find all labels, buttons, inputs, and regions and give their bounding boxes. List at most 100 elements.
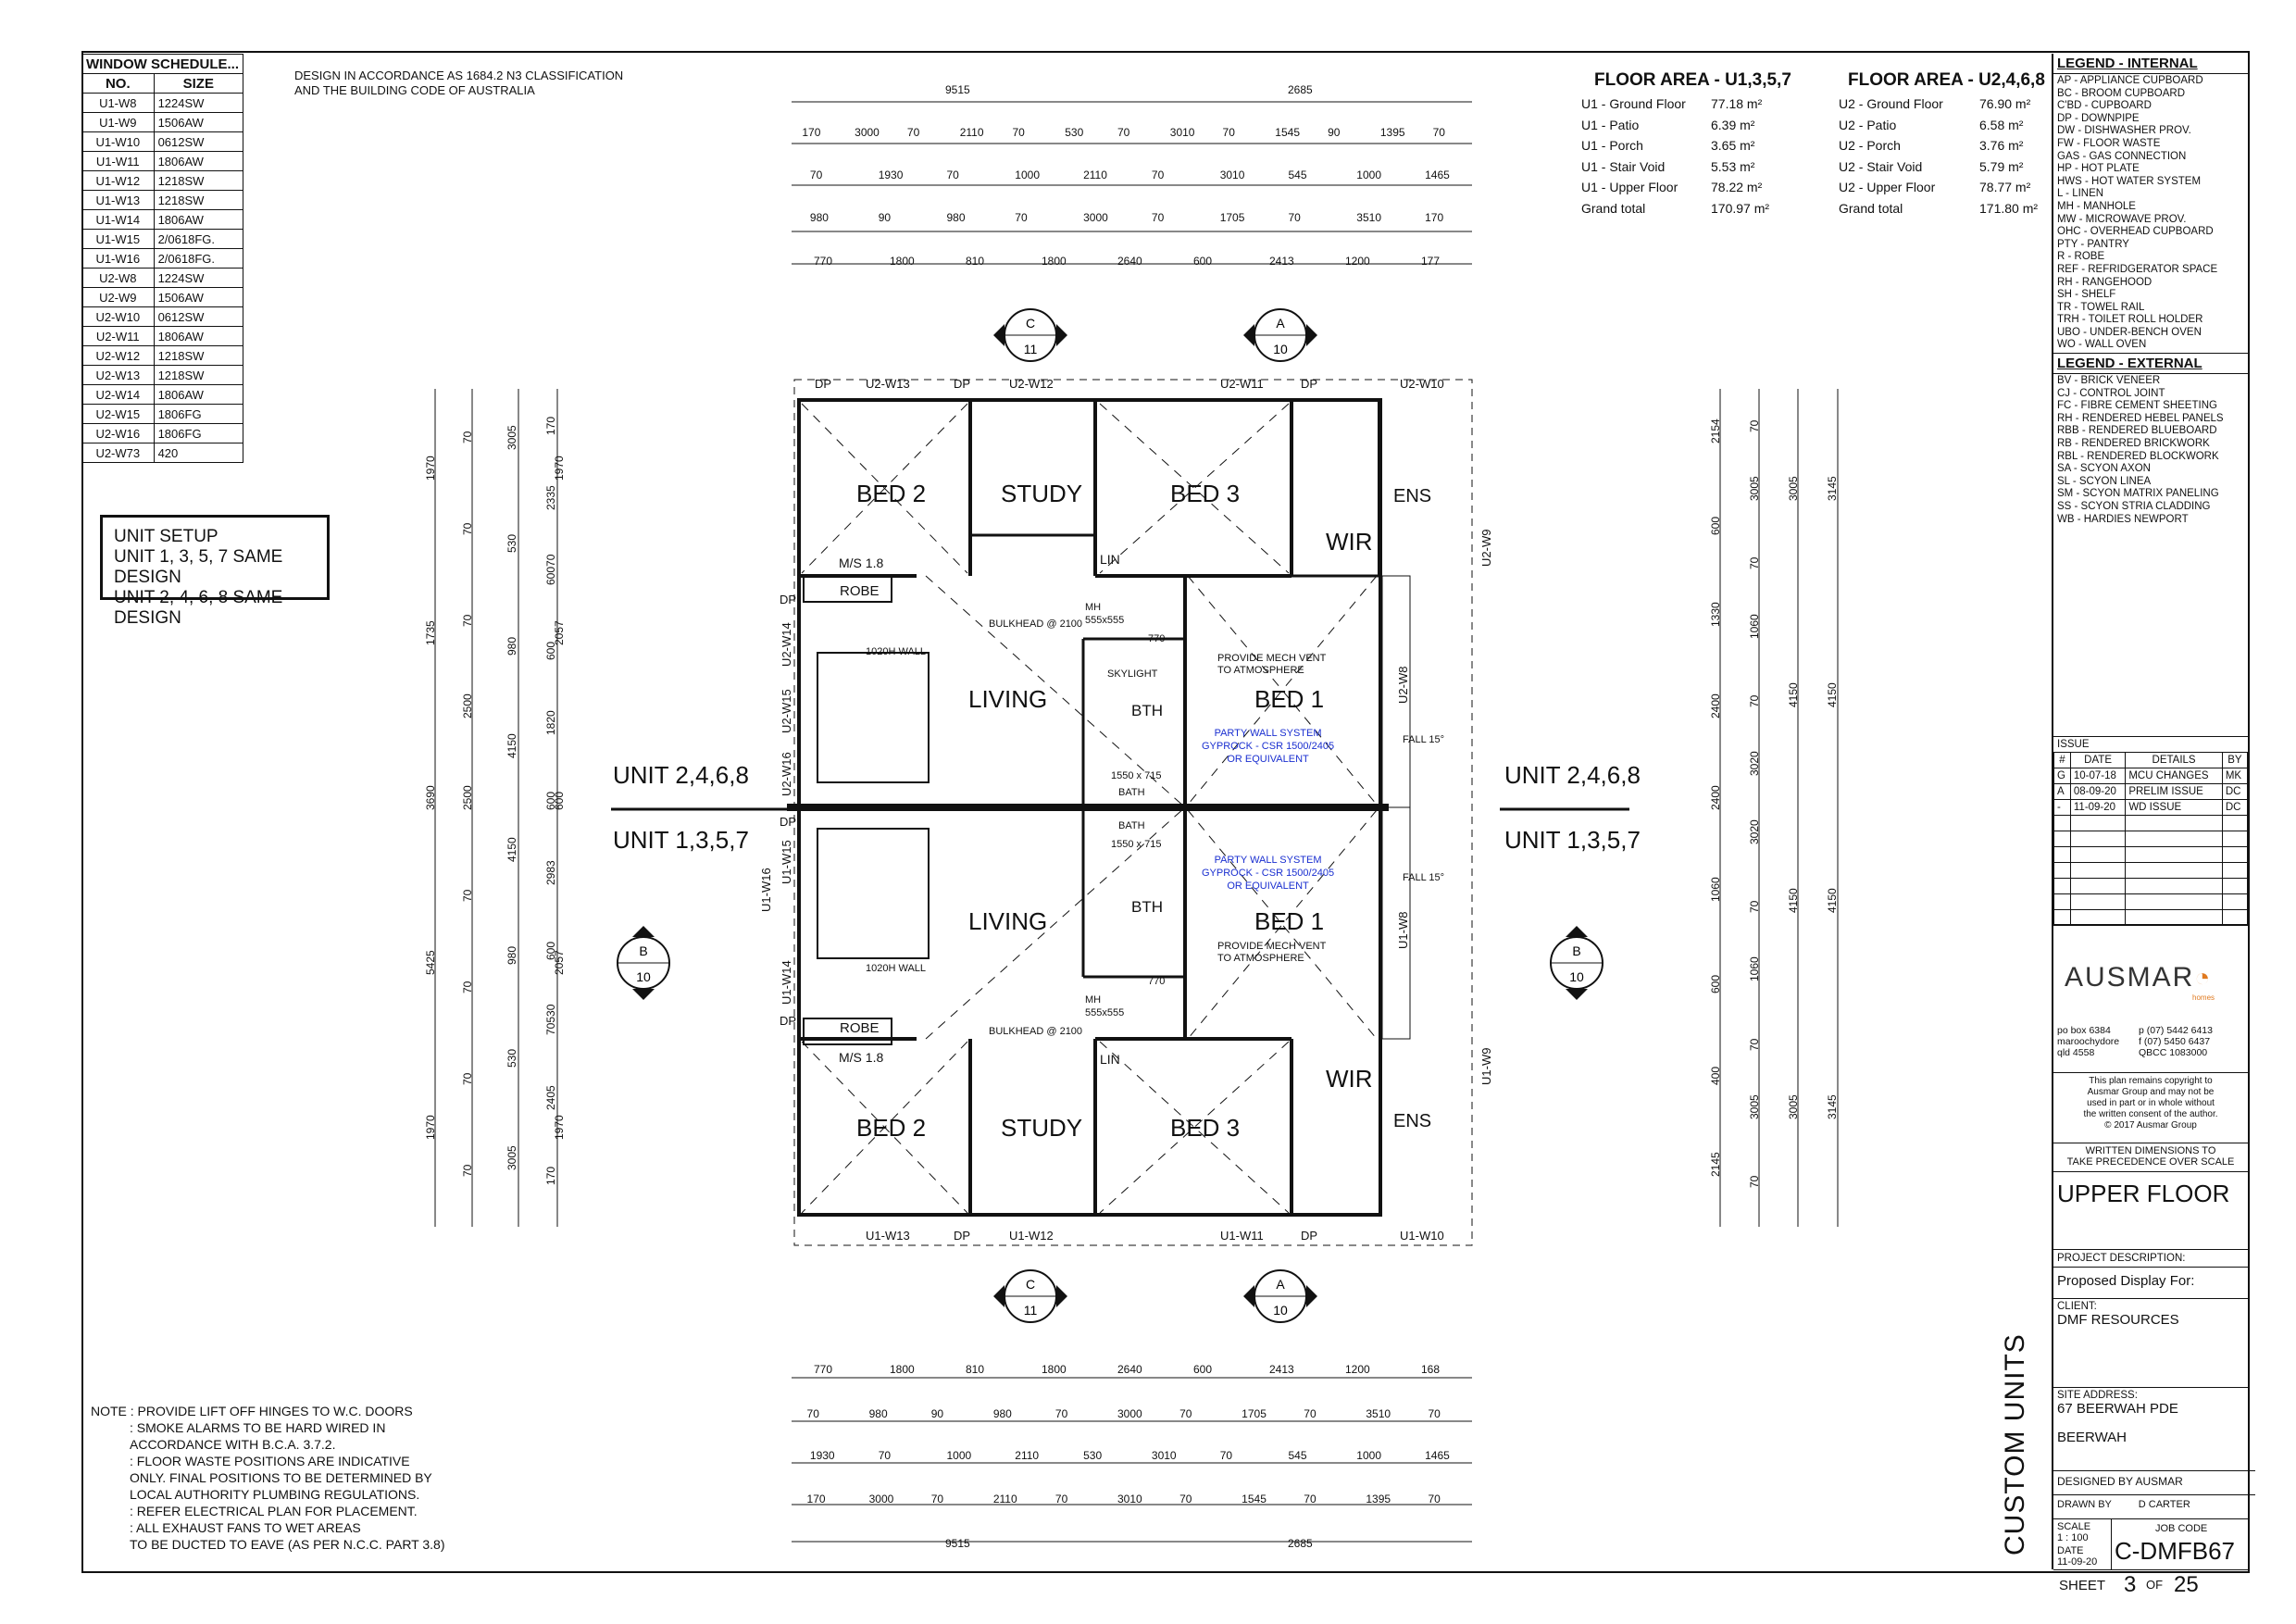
title-block: LEGEND - INTERNAL AP - APPLIANCE CUPBOAR… [2052,54,2255,1597]
dimension-label: 170 [802,126,821,139]
unit-setup-line2: UNIT 2, 4, 6, 8 SAME DESIGN [114,588,283,628]
legend-item: WO - WALL OVEN [2057,339,2147,351]
dimension-label: 2685 [1288,83,1313,96]
dimension-label: 70 [461,431,474,444]
written-dims-line1: WRITTEN DIMENSIONS TO [2085,1145,2216,1156]
dimension-label: 2500 [461,693,474,719]
room-bed1-bottom: BED 1 [1254,907,1325,935]
note-line: LOCAL AUTHORITY PLUMBING REGULATIONS. [130,1487,420,1502]
window-no: U1-W15 [81,229,155,249]
legend-item: PTY - PANTRY [2057,238,2129,250]
dimension-label: 2154 [1709,418,1722,444]
mech-vent-line2: TO ATMOSPHERE [1217,665,1304,676]
window-tag: DP [780,593,797,606]
issue-row-empty [2053,815,2249,831]
custom-units-vertical: CUSTOM UNITS [2000,1333,2030,1555]
note-line: ONLY. FINAL POSITIONS TO BE DETERMINED B… [130,1470,432,1485]
dimension-label: 4150 [1826,888,1839,914]
legend-item: BC - BROOM CUPBOARD [2057,87,2186,99]
room-lin-bottom: LIN [1100,1052,1120,1067]
legend-item: CJ - CONTROL JOINT [2057,387,2165,399]
dimension-label: 2110 [959,126,984,139]
mech-vent-bottom: PROVIDE MECH VENT TO ATMOSPHERE [1217,941,1326,965]
dimension-label: 4150 [505,733,518,759]
legend-item: HP - HOT PLATE [2057,163,2140,175]
dimension-label: 530 [1083,1449,1103,1462]
floor-area-value: 78.22 m² [1711,180,1763,194]
issue-cell [2221,893,2249,910]
legend-external-title: LEGEND - EXTERNAL [2053,353,2248,375]
legend-item: WB - HARDIES NEWPORT [2057,513,2189,525]
sheet-of: OF [2146,1578,2164,1592]
section-number: 10 [1273,342,1288,356]
dimension-label: 2110 [1015,1449,1040,1462]
issue-cell [2221,846,2249,863]
issue-cell: MK [2221,768,2249,784]
site-box: SITE ADDRESS: 67 BEERWAH PDE BEERWAH [2053,1387,2248,1470]
legend-item: SH - SHELF [2057,289,2116,301]
room-bth-top: BTH [1131,702,1163,719]
party-wall-line2: GYPROCK - CSR 1500/2405 [1202,741,1335,752]
logo-swirl-icon: ◔ [2194,963,2213,992]
issue-row-empty [2053,846,2249,863]
window-tag: U2-W8 [1396,666,1410,704]
drawn-by-box: DRAWN BY D CARTER [2053,1494,2255,1514]
window-tag: U2-W15 [780,689,793,733]
floor-area-label: U1 - Upper Floor [1581,180,1678,194]
dimension-label: 1930 [809,1449,835,1462]
dimension-label: 170 [544,417,557,436]
floor-area-label: U1 - Ground Floor [1581,96,1686,111]
window-size: 1806AW [153,151,244,171]
dimension-label: 3005 [1787,476,1800,502]
dimension-label: 3005 [505,424,518,450]
legend-item: C'BD - CUPBOARD [2057,100,2152,112]
dimension-label: 2400 [1709,693,1722,719]
bath-size-top: 1550 x 715 [1111,770,1162,781]
wall1020-bottom: 1020H WALL [866,963,927,974]
job-value: C-DMFB67 [2115,1537,2236,1565]
fall-bottom: FALL 15° [1403,872,1444,883]
issue-cell [2125,893,2223,910]
dimension-label: 3690 [424,785,437,810]
scale-value: 1 : 100 [2057,1532,2089,1543]
floor-area-value: 171.80 m² [1979,200,2039,216]
dimension-label: 70 [1428,1407,1441,1420]
window-no: U1-W13 [81,190,155,210]
issue-cell [2125,831,2223,847]
design-note: DESIGN IN ACCORDANCE AS 1684.2 N3 CLASSI… [294,69,623,98]
sheet-label: SHEET [2059,1578,2106,1593]
unit-top-label-right: UNIT 2,4,6,8 [1504,761,1641,789]
client-box: CLIENT: DMF RESOURCES [2053,1298,2248,1387]
dimension-label: 1000 [946,1449,972,1462]
legend-item: OHC - OVERHEAD CUPBOARD [2057,226,2214,238]
phone-line2: f (07) 5450 6437 [2139,1036,2211,1047]
dimension-label: 530 [1065,126,1084,139]
floor-area-u1-title: FLOOR AREA - U1,3,5,7 [1594,70,1791,90]
dimension-label: 1000 [1356,169,1381,181]
window-no: U2-W73 [81,443,155,463]
copyright-line: used in part or in whole without [2087,1098,2215,1108]
room-study-bottom: STUDY [1001,1114,1083,1142]
party-wall-line3: OR EQUIVALENT [1227,754,1309,765]
window-tag: DP [780,1014,797,1028]
dimension-label: 1800 [890,255,915,268]
legend-item: SA - SCYON AXON [2057,463,2151,475]
dimension-label: 3005 [1787,1094,1800,1119]
dimension-label: 545 [1288,169,1307,181]
c770-top: 770 [1148,633,1166,644]
issue-cell [2221,878,2249,894]
issue-title: ISSUE [2057,739,2090,750]
mh-size-top: 555x555 [1085,615,1125,626]
window-tag: U1-W12 [1009,1229,1054,1243]
floor-area-value: 170.97 m² [1711,200,1770,216]
legend-item: SL - SCYON LINEA [2057,475,2152,487]
issue-cell [2069,815,2127,831]
dimension-label: 1465 [1425,1449,1450,1462]
